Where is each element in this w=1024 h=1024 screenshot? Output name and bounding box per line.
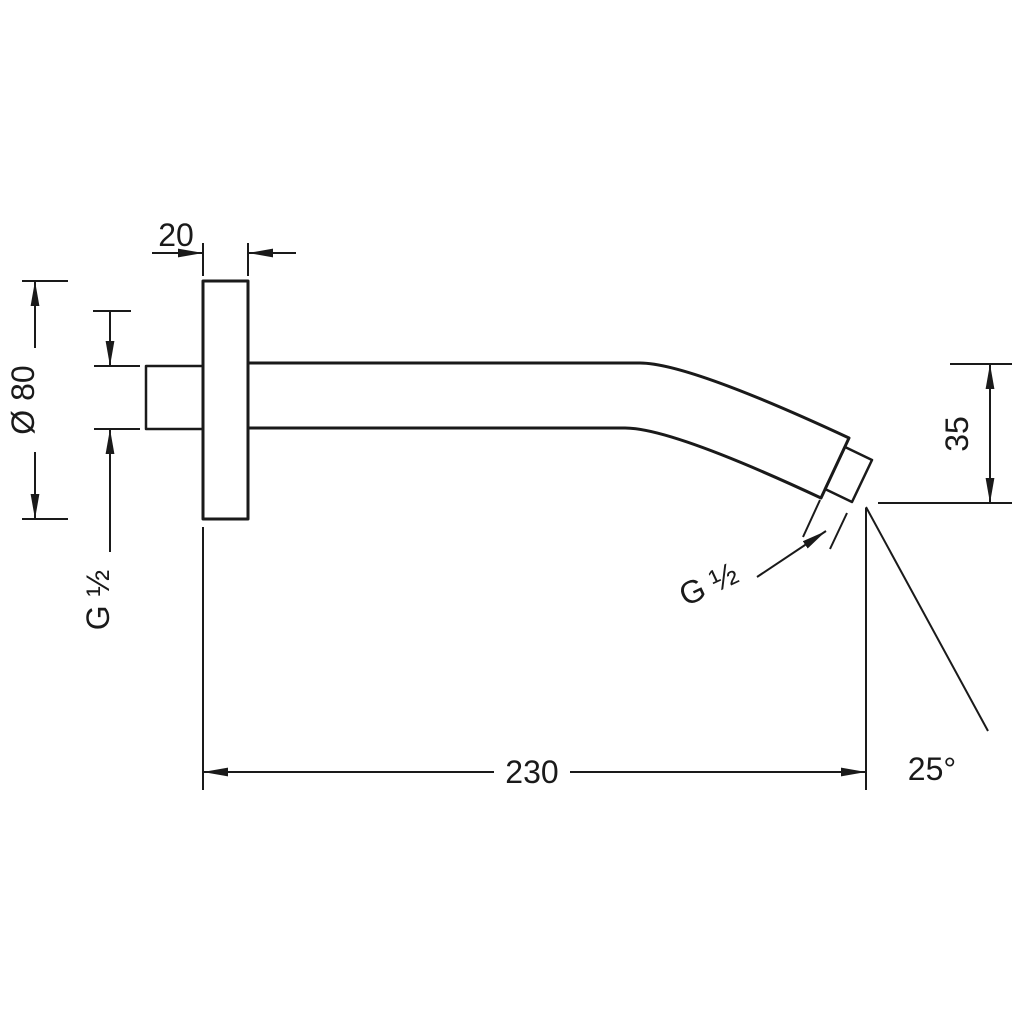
- part-outline: [144, 279, 874, 521]
- outlet-thread-label: G ½: [673, 555, 743, 613]
- flange-diameter-label: Ø 80: [5, 365, 41, 434]
- inlet-thread-connector: [144, 364, 205, 431]
- dim-inlet-thread: G ½: [80, 310, 140, 630]
- leader-arrow-icon: [756, 530, 827, 578]
- dim-outlet-thread: G ½: [673, 499, 848, 613]
- outlet-angle-label: 25°: [908, 751, 956, 787]
- dim-flange-depth: 20: [152, 217, 296, 276]
- dim-arm-length: 230: [202, 508, 867, 790]
- extension-tick: [802, 499, 821, 538]
- dim-outlet-angle: 25°: [865, 506, 989, 787]
- wall-flange: [201, 279, 250, 521]
- extension-tick: [829, 512, 848, 550]
- arm-tube: [246, 361, 851, 500]
- arm-length-label: 230: [505, 754, 558, 790]
- dim-outlet-height: 35: [878, 363, 1012, 504]
- dim-flange-diameter: Ø 80: [5, 280, 68, 520]
- inlet-thread-label: G ½: [80, 570, 116, 630]
- outlet-height-label: 35: [939, 416, 975, 452]
- angle-reference-line: [865, 506, 989, 732]
- outlet-thread: [823, 445, 874, 504]
- flange-depth-label: 20: [158, 217, 194, 253]
